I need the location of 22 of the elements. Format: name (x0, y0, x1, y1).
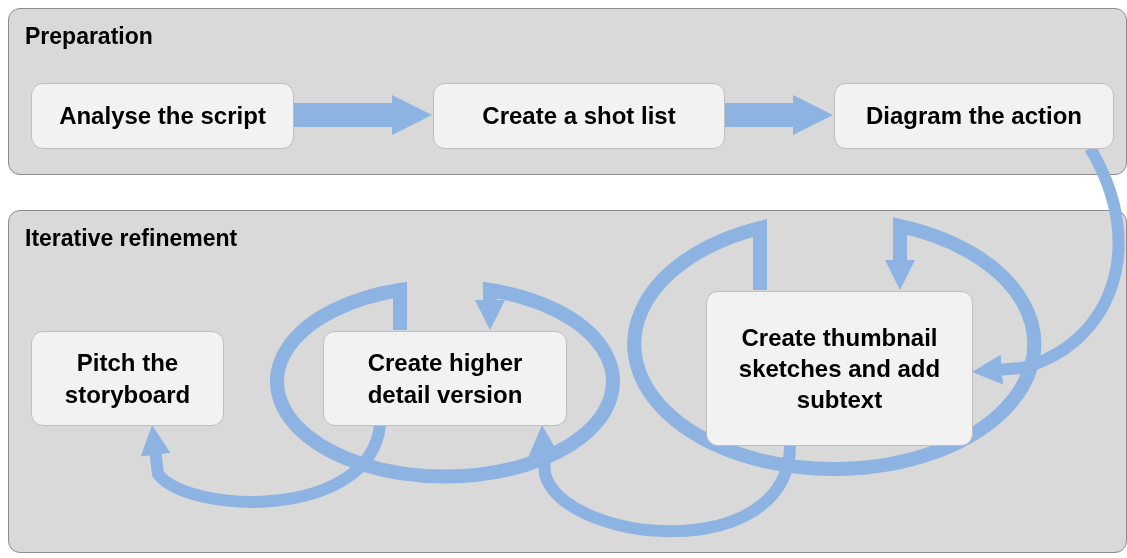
process-box (31, 331, 224, 426)
flow-arrow (140, 423, 386, 508)
stage-heading: Preparation (25, 23, 153, 50)
step-label: Diagram the action (865, 101, 1082, 132)
stage-panel (8, 210, 1127, 553)
process-box (433, 83, 725, 149)
step-label: Create higher detail version (366, 348, 524, 410)
flow-arrow (528, 424, 796, 537)
flow-arrow (724, 95, 833, 135)
stage-panel (8, 8, 1127, 175)
flow-arrow (270, 283, 620, 484)
process-box (834, 83, 1114, 149)
step-label: Pitch the storyboard (63, 348, 192, 410)
step-label: Analyse the script (59, 101, 266, 132)
process-box (323, 331, 567, 426)
step-label: Create a shot list (482, 101, 676, 132)
process-box (31, 83, 294, 149)
stage-heading: Iterative refinement (25, 225, 238, 252)
step-label: Create thumbnail sketches and add subtext (737, 322, 942, 416)
process-box (706, 291, 973, 446)
flow-arrow (293, 95, 432, 135)
flow-arrow (627, 219, 1041, 476)
